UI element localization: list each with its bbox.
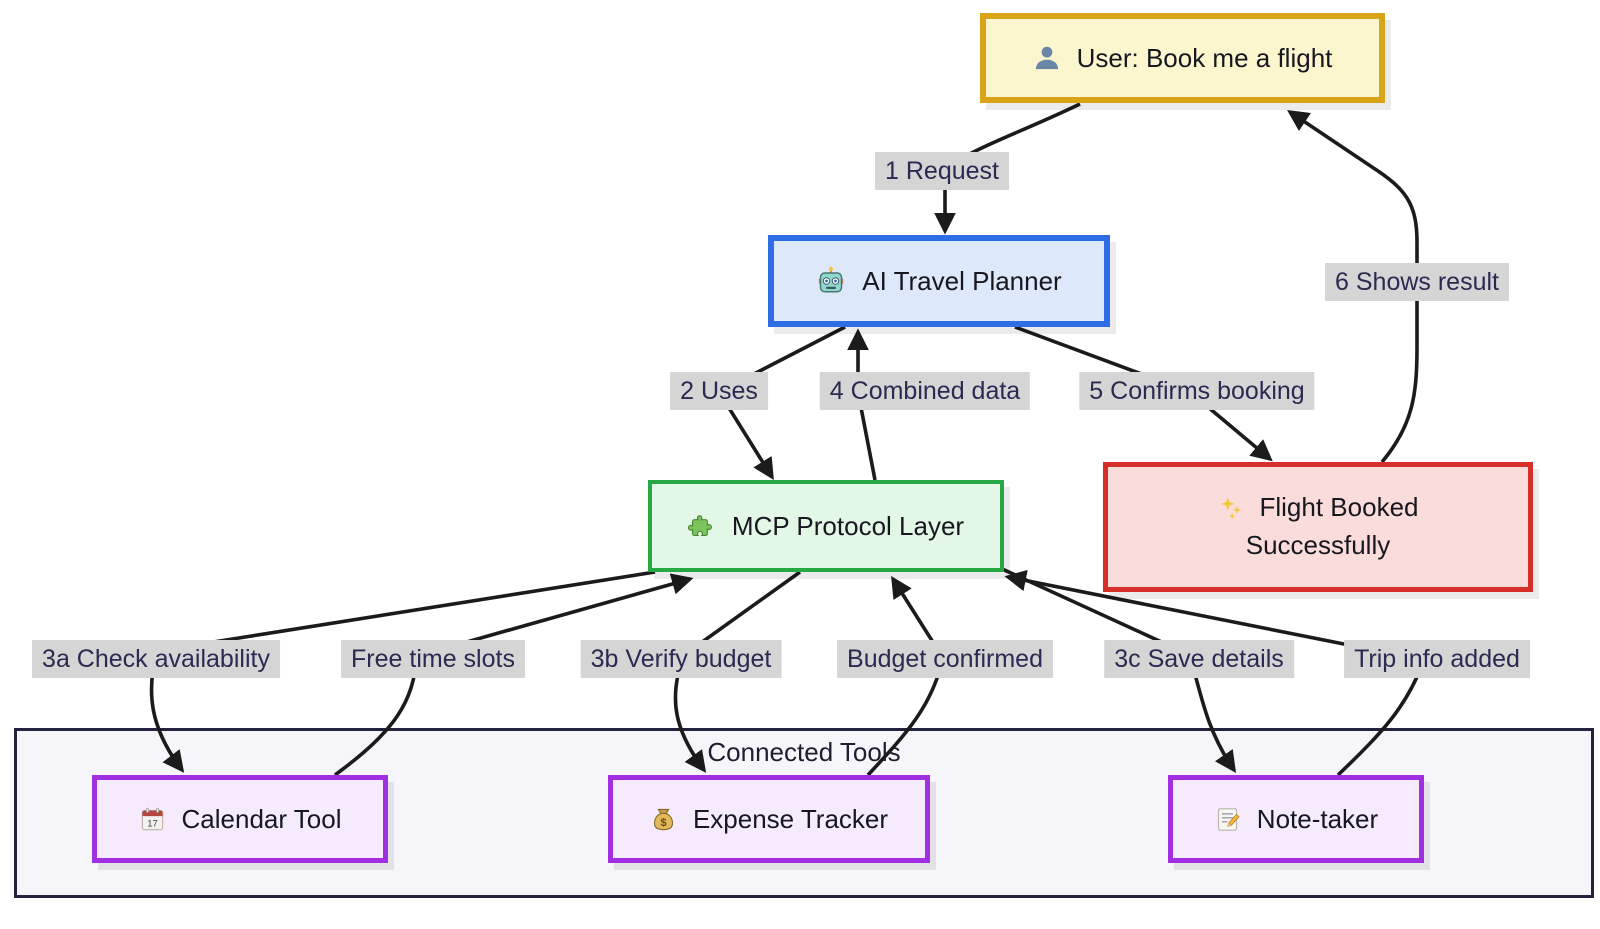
node-flight-line2: Successfully <box>1245 530 1391 560</box>
edge-label-check: 3a Check availability <box>32 640 280 678</box>
node-calendar-label: Calendar Tool <box>181 803 342 834</box>
edge-label-uses: 2 Uses <box>670 372 768 410</box>
node-user-label: User: Book me a flight <box>1076 42 1333 73</box>
user-icon <box>1033 44 1061 72</box>
edge-label-trip: Trip info added <box>1344 640 1530 678</box>
calendar-icon: 17 <box>139 806 166 833</box>
edge-label-verify: 3b Verify budget <box>580 640 782 678</box>
edge-label-confirms: 5 Confirms booking <box>1079 372 1315 410</box>
node-note-taker: Note-taker <box>1168 775 1424 863</box>
edge-label-budget: Budget confirmed <box>837 640 1053 678</box>
node-ai-planner: AI Travel Planner <box>768 235 1110 327</box>
node-ai-planner-label: AI Travel Planner <box>862 265 1062 296</box>
edge-label-save: 3c Save details <box>1104 640 1294 678</box>
sparkles-icon <box>1218 495 1244 521</box>
puzzle-icon <box>687 512 716 540</box>
edge-label-shows: 6 Shows result <box>1325 263 1509 301</box>
edge-flight-to-user <box>1287 109 1419 464</box>
node-mcp: MCP Protocol Layer <box>648 480 1004 572</box>
node-user: User: Book me a flight <box>980 13 1385 103</box>
edge-label-combined: 4 Combined data <box>819 372 1031 410</box>
node-flight-line1: Flight Booked <box>1259 492 1419 523</box>
calendar-number: 17 <box>147 818 158 829</box>
money-symbol: $ <box>660 817 667 829</box>
edge-label-request: 1 Request <box>875 152 1009 190</box>
node-mcp-label: MCP Protocol Layer <box>731 510 965 541</box>
memo-icon <box>1214 806 1241 833</box>
money-bag-icon: $ <box>650 806 677 833</box>
edge-label-free: Free time slots <box>341 640 525 678</box>
flight-booked-text: Flight Booked Successfully <box>1218 489 1419 564</box>
node-expense-tracker: $ Expense Tracker <box>608 775 930 863</box>
node-expense-label: Expense Tracker <box>692 803 889 834</box>
cluster-title: Connected Tools <box>707 737 901 767</box>
node-calendar-tool: 17 Calendar Tool <box>92 775 388 863</box>
robot-icon <box>816 266 846 296</box>
node-flight-booked: Flight Booked Successfully <box>1103 462 1533 592</box>
node-note-label: Note-taker <box>1256 803 1379 834</box>
